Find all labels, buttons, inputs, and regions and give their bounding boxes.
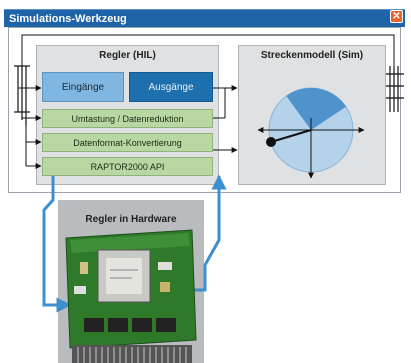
controller-to-plant-arrows — [213, 85, 238, 153]
outputs-box: Ausgänge — [129, 72, 213, 102]
hardware-title: Regler in Hardware — [85, 214, 177, 225]
close-icon: ✕ — [392, 11, 401, 22]
inputs-box: Eingänge — [42, 72, 124, 102]
window-title-bar: Simulations-Werkzeug — [4, 9, 405, 27]
hardware-links — [42, 174, 227, 313]
layer-api: RAPTOR2000 API — [42, 157, 213, 176]
plant-gauge — [257, 87, 365, 179]
layer-resampling: Umtastung / Datenreduktion — [42, 109, 213, 128]
controller-title: Regler (HIL) — [99, 50, 156, 61]
plant-model-title: Streckenmodell (Sim) — [260, 50, 364, 61]
left-bus-arrows — [18, 85, 42, 169]
pcb-board — [65, 229, 197, 363]
close-button[interactable]: ✕ — [390, 10, 403, 23]
window-title: Simulations-Werkzeug — [9, 13, 127, 25]
top-loop — [21, 34, 395, 66]
layer-format-conversion: Datenformat-Konvertierung — [42, 133, 213, 152]
left-bus — [14, 65, 30, 126]
right-bus — [386, 66, 404, 112]
gauge-pivot — [266, 137, 276, 147]
